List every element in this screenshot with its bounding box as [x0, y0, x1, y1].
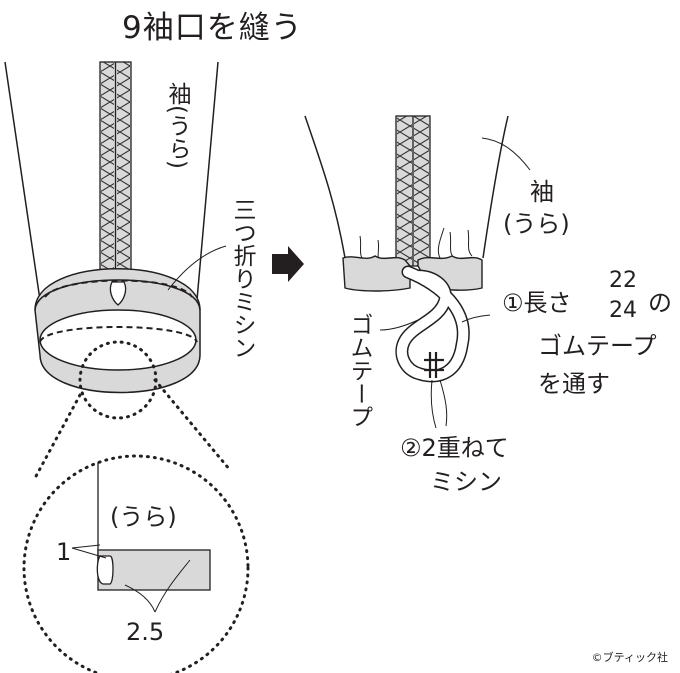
copyright-text: ©ブティック社 [591, 651, 668, 664]
right-sleeve-label-1: 袖 [530, 178, 554, 206]
step2-line1: ②2重ねて [400, 434, 509, 462]
page-title: 9袖口を縫う [122, 10, 303, 46]
left-sleeve [4, 61, 250, 673]
detail-hem-section [97, 549, 211, 591]
left-stitch-line-bottom [39, 326, 198, 343]
step1-prefix: ①長さ [502, 289, 572, 317]
right-hem-band [342, 255, 411, 292]
step1-num-top: 22 [609, 268, 637, 293]
step1-line3: を通す [538, 370, 610, 398]
right-sleeve-outline [304, 115, 509, 259]
step2-line2: ミシン [430, 468, 502, 496]
right-sleeve [304, 115, 531, 429]
elastic-tape-label: ゴムテープ [346, 313, 372, 428]
left-hem-opening [39, 309, 197, 371]
step1-line2: ゴムテープ [538, 332, 657, 360]
detail-inside-label: (うら) [110, 503, 177, 531]
dim-fold-label: 1 [56, 538, 72, 566]
right-sleeve-label-2: (うら) [503, 210, 570, 238]
left-stitch-line-top [44, 279, 193, 298]
arrow-right-icon [272, 246, 304, 282]
left-stitch-label: 三つ折りミシン [229, 198, 255, 359]
step1-suffix: の [648, 289, 672, 317]
dim-hem-label: 2.5 [126, 618, 165, 646]
left-sleeve-label: 袖(うら) [164, 82, 190, 169]
left-sleeve-outline [4, 61, 219, 301]
magnify-detail-circle [22, 454, 250, 673]
step1-num-bottom: 24 [609, 298, 637, 323]
